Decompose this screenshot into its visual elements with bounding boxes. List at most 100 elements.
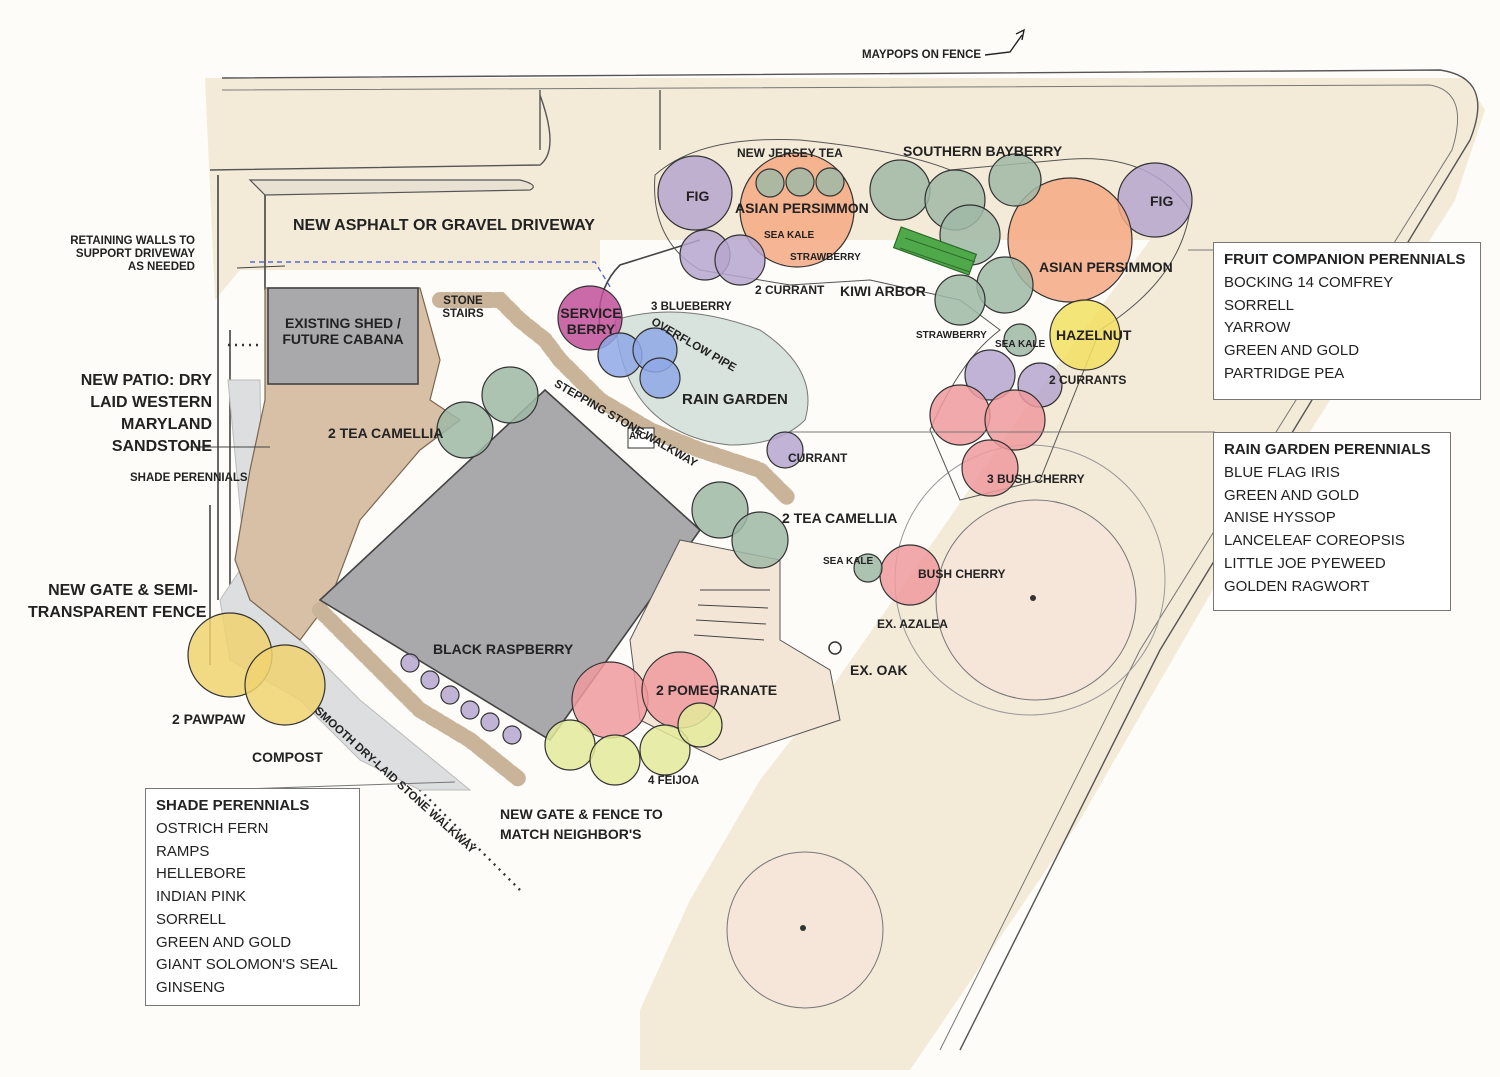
shade-perennials-title: SHADE PERENNIALS [156,797,310,814]
shade-perennials-item: OSTRICH FERN [156,820,269,837]
shade-perennials-item: HELLEBORE [156,865,247,883]
kiwi-arbor [892,226,978,276]
pawpaw-label: 2 PAWPAW [172,711,246,727]
patio-line-3: MARYLAND [121,416,212,433]
fig-left-label: FIG [686,188,710,204]
feijoa-label: 4 FEIJOA [648,775,700,787]
service-berry-line-2: BERRY [566,321,616,338]
retaining-line-1: RETAINING WALLS TO [70,235,195,247]
shade-perennials-item: RAMPS [156,842,210,860]
fruit-companion-title: FRUIT COMPANION PERENNIALS [1224,251,1466,268]
black-raspberry-circle [440,685,460,705]
tea-camellia-left-label: 2 TEA CAMELLIA [328,425,444,441]
street-edge-lines [209,69,1479,1051]
strawberry-top-label: STRAWBERRY [790,252,861,263]
shade-perennials-panel: SHADE PERENNIALS OSTRICH FERN RAMPS HELL… [145,788,360,1006]
currant-circle [714,234,766,286]
currant-2-label: 2 CURRANT [755,283,825,297]
sea-kale-right-label: SEA KALE [995,339,1046,350]
fruit-companion-panel: FRUIT COMPANION PERENNIALS BOCKING 14 CO… [1213,242,1481,400]
blueberry-label: 3 BLUEBERRY [651,301,732,313]
property-fence [209,175,701,665]
retaining-walls-label: RETAINING WALLS TO SUPPORT DRIVEWAY AS N… [70,235,195,275]
sea-kale-low-label: SEA KALE [823,556,874,567]
rain-garden-perennials-item: GREEN AND GOLD [1224,486,1360,504]
hazelnut-label: HAZELNUT [1056,327,1132,343]
rain-garden-perennials-panel: RAIN GARDEN PERENNIALS BLUE FLAG IRIS GR… [1213,432,1451,611]
retaining-wall [248,179,534,196]
shade-perennials-item: GIANT SOLOMON'S SEAL [156,956,338,974]
planting-circles [187,152,1193,786]
bush-cherry-label: BUSH CHERRY [918,567,1006,581]
stepping-stones [312,292,798,788]
fruit-companion-item: BOCKING 14 COMFREY [1224,274,1394,291]
sea-kale-circle [853,553,883,583]
ac-label: A/C [629,431,647,442]
ex-oak-canopy-1 [935,499,1137,701]
maypops-arrow [984,28,1025,56]
stone-stairs-line-1: STONE [443,295,483,307]
currant-circle [766,431,804,469]
tea-camellia-circle [691,481,749,539]
stone-stairs-label: STONE STAIRS [440,295,486,321]
feijoa-circle [639,724,691,776]
kiwi-arbor-label: KIWI ARBOR [840,283,926,299]
compost-label: COMPOST [252,749,323,765]
gate-fence-line-1: NEW GATE & SEMI- [48,582,198,599]
sea-kale-circle [1003,323,1037,357]
strawberry-right-label: STRAWBERRY [916,330,987,341]
bush-cherry-circle [961,439,1019,497]
southern-bayberry-label: SOUTHERN BAYBERRY [903,143,1063,159]
retaining-line-2: SUPPORT DRIVEWAY [75,248,195,261]
bayberry-circle [934,274,986,326]
tea-camellia-circle [436,401,494,459]
new-jersey-tea-circle [755,168,785,198]
tea-camellia-circle [481,366,539,424]
existing-shed [267,287,419,385]
black-raspberry-circle [400,653,420,673]
shed-line-1: EXISTING SHED / [285,315,401,331]
ex-oak-label: EX. OAK [850,662,908,678]
stone-stairs-line-2: STAIRS [442,308,484,321]
shade-perennials-item: INDIAN PINK [156,888,247,906]
service-berry-label: SERVICE BERRY [558,305,624,337]
shed-label: EXISTING SHED / FUTURE CABANA [272,315,414,347]
driveway-label: NEW ASPHALT OR GRAVEL DRIVEWAY [293,217,595,234]
black-raspberry-label: BLACK RASPBERRY [433,641,574,657]
serviceberry-circle [557,285,623,351]
black-raspberry-circle [480,712,500,732]
patio-line-4: SANDSTONE [111,438,212,455]
sea-kale-top-label: SEA KALE [764,230,815,241]
fruit-companion-item: GREEN AND GOLD [1224,342,1360,360]
new-jersey-tea-label: NEW JERSEY TEA [737,146,843,160]
service-berry-line-1: SERVICE [560,305,622,321]
rain-garden-perennials-item: ANISE HYSSOP [1224,509,1336,527]
rain-garden-perennials-item: GOLDEN RAGWORT [1224,577,1370,595]
shed-line-2: FUTURE CABANA [282,331,404,348]
bush-cherry-circle [929,384,991,446]
currants-circle [964,349,1016,401]
currant-label: CURRANT [788,451,848,465]
black-raspberry-circle [420,670,440,690]
feijoa-circle [677,702,723,748]
gate-neighbor-label: NEW GATE & FENCE TO MATCH NEIGHBOR'S [500,804,663,844]
blue-dashed-line [250,261,613,291]
tea-camellia-right-label: 2 TEA CAMELLIA [782,510,898,526]
maypops-label: MAYPOPS ON FENCE [862,49,982,61]
black-raspberry-circle [460,700,480,720]
front-stairs [693,589,770,641]
pomegranate-label: 2 POMEGRANATE [656,682,778,698]
hazelnut-circle [1049,299,1121,371]
rain-garden-perennials-item: LANCELEAF COREOPSIS [1224,532,1405,550]
asian-persimmon-left-label: ASIAN PERSIMMON [735,200,869,216]
rain-garden-perennials-item: BLUE FLAG IRIS [1224,464,1340,481]
shade-perennials-item: GINSENG [156,978,226,996]
new-jersey-tea-circle [785,167,815,197]
fig-right-label: FIG [1150,193,1174,209]
patio-line-1: NEW PATIO: DRY [80,372,212,389]
asian-persimmon-right-label: ASIAN PERSIMMON [1039,259,1173,275]
shade-perennials-item: GREEN AND GOLD [156,933,292,951]
tea-camellia-circle [731,511,789,569]
bush-cherry-circle [984,389,1046,451]
